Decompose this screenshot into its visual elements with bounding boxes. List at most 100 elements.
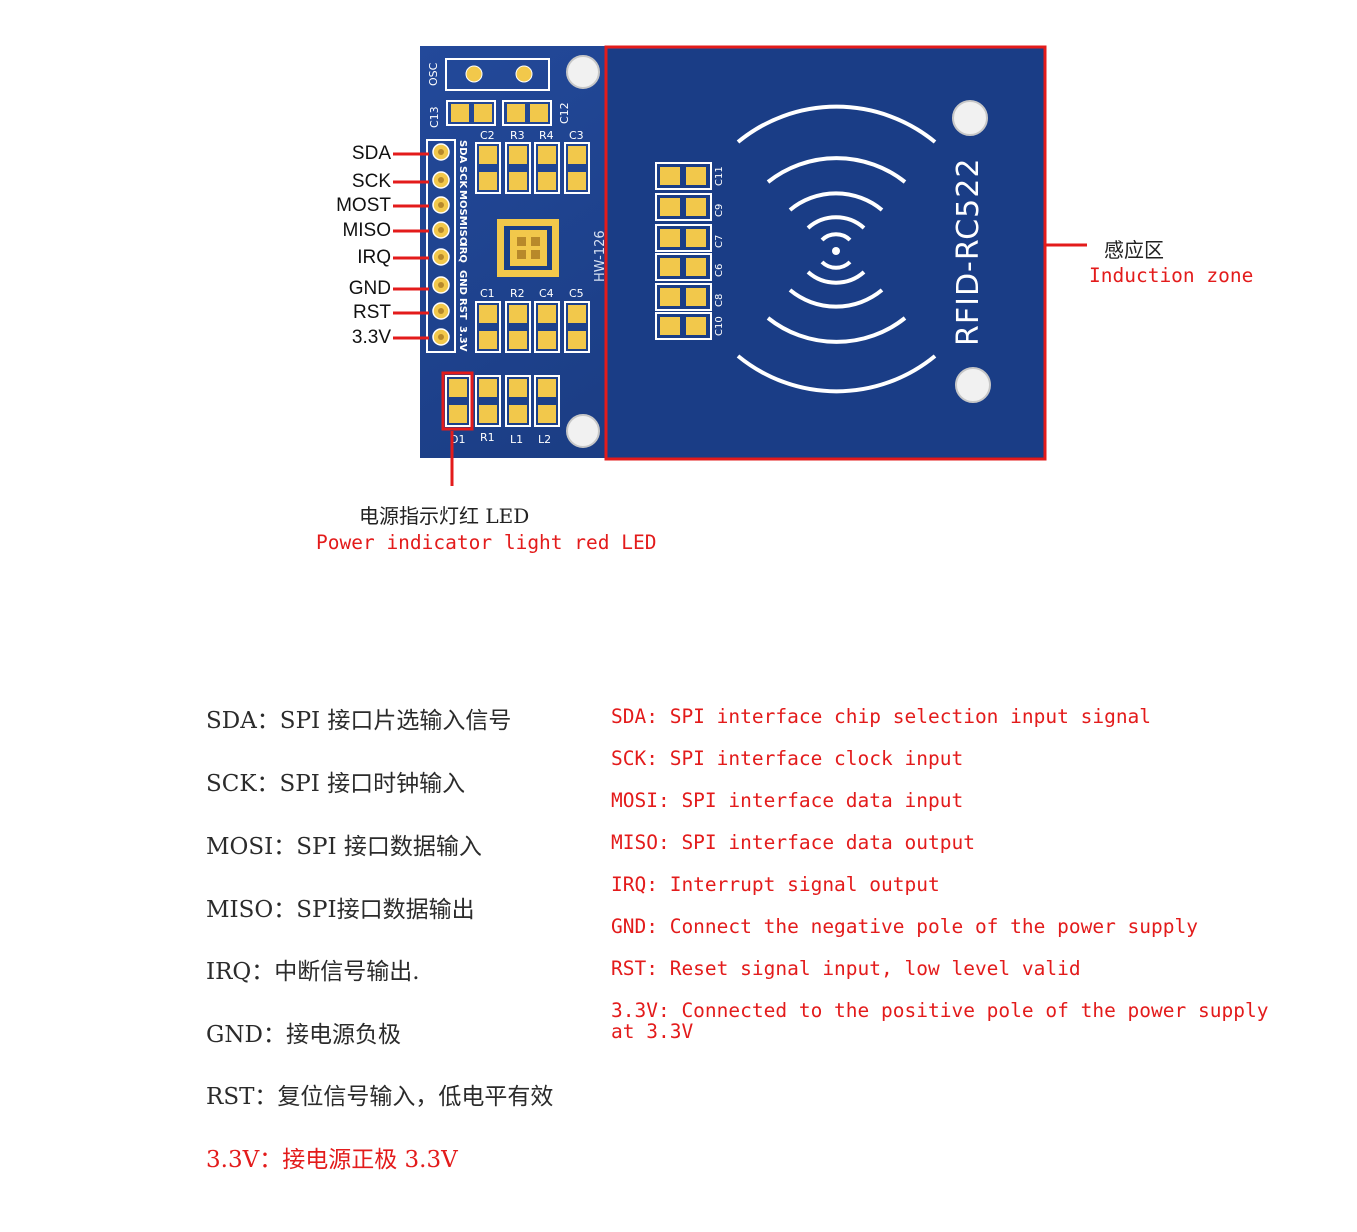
header-pin-hole	[438, 149, 444, 155]
solder-pad	[660, 258, 680, 276]
capacitor-silk-label: C8	[714, 294, 725, 307]
solder-pad	[449, 379, 467, 397]
solder-pad	[509, 172, 527, 190]
solder-pad	[568, 331, 586, 349]
pin-description-en: 3.3V: Connected to the positive pole of …	[611, 999, 1269, 1022]
solder-pad	[686, 258, 706, 276]
antenna-center-dot	[832, 247, 840, 255]
component-outline	[475, 375, 501, 427]
pin-description-cn: 3.3V：接电源正极 3.3V	[206, 1147, 458, 1173]
header-pin-hole	[438, 308, 444, 314]
mount-hole	[952, 100, 988, 136]
header-pin-hole	[438, 282, 444, 288]
header-pin-hole	[438, 227, 444, 233]
part-label-r4: R4	[539, 129, 554, 142]
pin-label-rst: RST	[353, 302, 391, 323]
part-label-l2: L2	[538, 433, 551, 446]
solder-pad	[538, 379, 556, 397]
solder-pad	[660, 317, 680, 335]
pin-silk-label: IRQ	[457, 243, 468, 263]
pin-silk-label: SCK	[457, 166, 468, 190]
capacitor-silk-label: C7	[714, 235, 725, 248]
capacitor-silk-label: C11	[714, 166, 725, 186]
led-highlight-box	[441, 371, 474, 431]
solder-pad	[538, 146, 556, 164]
header-pin-hole	[438, 254, 444, 260]
part-label-c2: C2	[480, 129, 495, 142]
capacitor-silk-label: C6	[714, 264, 725, 277]
solder-pad	[686, 198, 706, 216]
capacitor-silk-label: C9	[714, 204, 725, 217]
solder-pad	[686, 317, 706, 335]
solder-pad	[660, 167, 680, 185]
capacitor-outline	[655, 253, 712, 281]
led-callout-cn: 电源指示灯红 LED	[359, 504, 530, 528]
solder-pad	[538, 405, 556, 423]
crystal-pad	[465, 65, 483, 83]
component-outline	[534, 301, 560, 353]
led-area-pads	[445, 375, 560, 427]
pin-label-sda: SDA	[351, 143, 391, 164]
capacitor-column	[655, 162, 712, 340]
component-outline	[475, 142, 501, 194]
component-outline	[534, 375, 560, 427]
solder-pad	[509, 146, 527, 164]
mount-hole	[566, 414, 600, 448]
header-pin-hole	[438, 177, 444, 183]
part-label-r1: R1	[480, 431, 495, 444]
solder-pad	[568, 146, 586, 164]
pin-label-most: MOST	[336, 195, 391, 216]
induction-zone-en: Induction zone	[1089, 264, 1254, 287]
solder-pad	[509, 305, 527, 323]
board-model-silk: RFID-RC522	[951, 158, 986, 346]
part-label-r2: R2	[510, 287, 525, 300]
ic-chip	[497, 219, 559, 277]
antenna-coil-icon	[736, 104, 937, 394]
solder-pad	[449, 405, 467, 423]
solder-pad	[479, 172, 497, 190]
solder-pad	[660, 229, 680, 247]
pin-description-cn: MISO：SPI接口数据输出	[206, 897, 475, 923]
pin-description-cn: SDA：SPI 接口片选输入信号	[206, 708, 512, 734]
component-outline	[505, 375, 531, 427]
capacitor-outline	[655, 193, 712, 221]
pin-description-cn: MOSI：SPI 接口数据输入	[206, 834, 482, 860]
bottom-passive-pads	[475, 301, 590, 353]
solder-pad	[479, 146, 497, 164]
capacitor-outline	[655, 312, 712, 340]
header-pin-hole	[438, 334, 444, 340]
pin-leaders	[393, 152, 429, 340]
component-outline	[505, 301, 531, 353]
rc522-board-diagram: OSC C13 C12 SDASCKMOSIMISOIRQGNDRST3.3V …	[393, 45, 1087, 486]
pin-silk-label: SDA	[457, 140, 468, 164]
solder-pad	[568, 305, 586, 323]
pin-silk-label: MOSI	[457, 190, 468, 219]
pin-description-cn: SCK：SPI 接口时钟输入	[206, 771, 466, 797]
pin-silk-label: RST	[457, 298, 468, 320]
solder-pad	[538, 331, 556, 349]
capacitor-outline	[655, 283, 712, 311]
pin-description-en: GND: Connect the negative pole of the po…	[611, 915, 1198, 938]
pin-description-en: SCK: SPI interface clock input	[611, 747, 964, 770]
crystal-outline	[445, 58, 550, 91]
capacitor-silk-label: C10	[714, 316, 725, 336]
c13-silk: C13	[428, 106, 441, 128]
header-outline	[426, 139, 456, 353]
part-label-c1: C1	[480, 287, 495, 300]
component-outline	[475, 301, 501, 353]
header-pin-hole	[438, 202, 444, 208]
capacitor-outline	[655, 162, 712, 190]
pin-label-33v: 3.3V	[351, 327, 391, 348]
component-outline	[564, 301, 590, 353]
component-outline	[534, 142, 560, 194]
mount-hole	[566, 55, 600, 89]
pin-description-en: MOSI: SPI interface data input	[611, 789, 964, 812]
solder-pad	[686, 288, 706, 306]
solder-pad	[660, 198, 680, 216]
solder-pad	[479, 305, 497, 323]
solder-pad	[509, 331, 527, 349]
solder-pad	[509, 405, 527, 423]
pin-description-cn: IRQ：中断信号输出.	[206, 959, 420, 985]
top-passive-pads	[475, 142, 590, 194]
